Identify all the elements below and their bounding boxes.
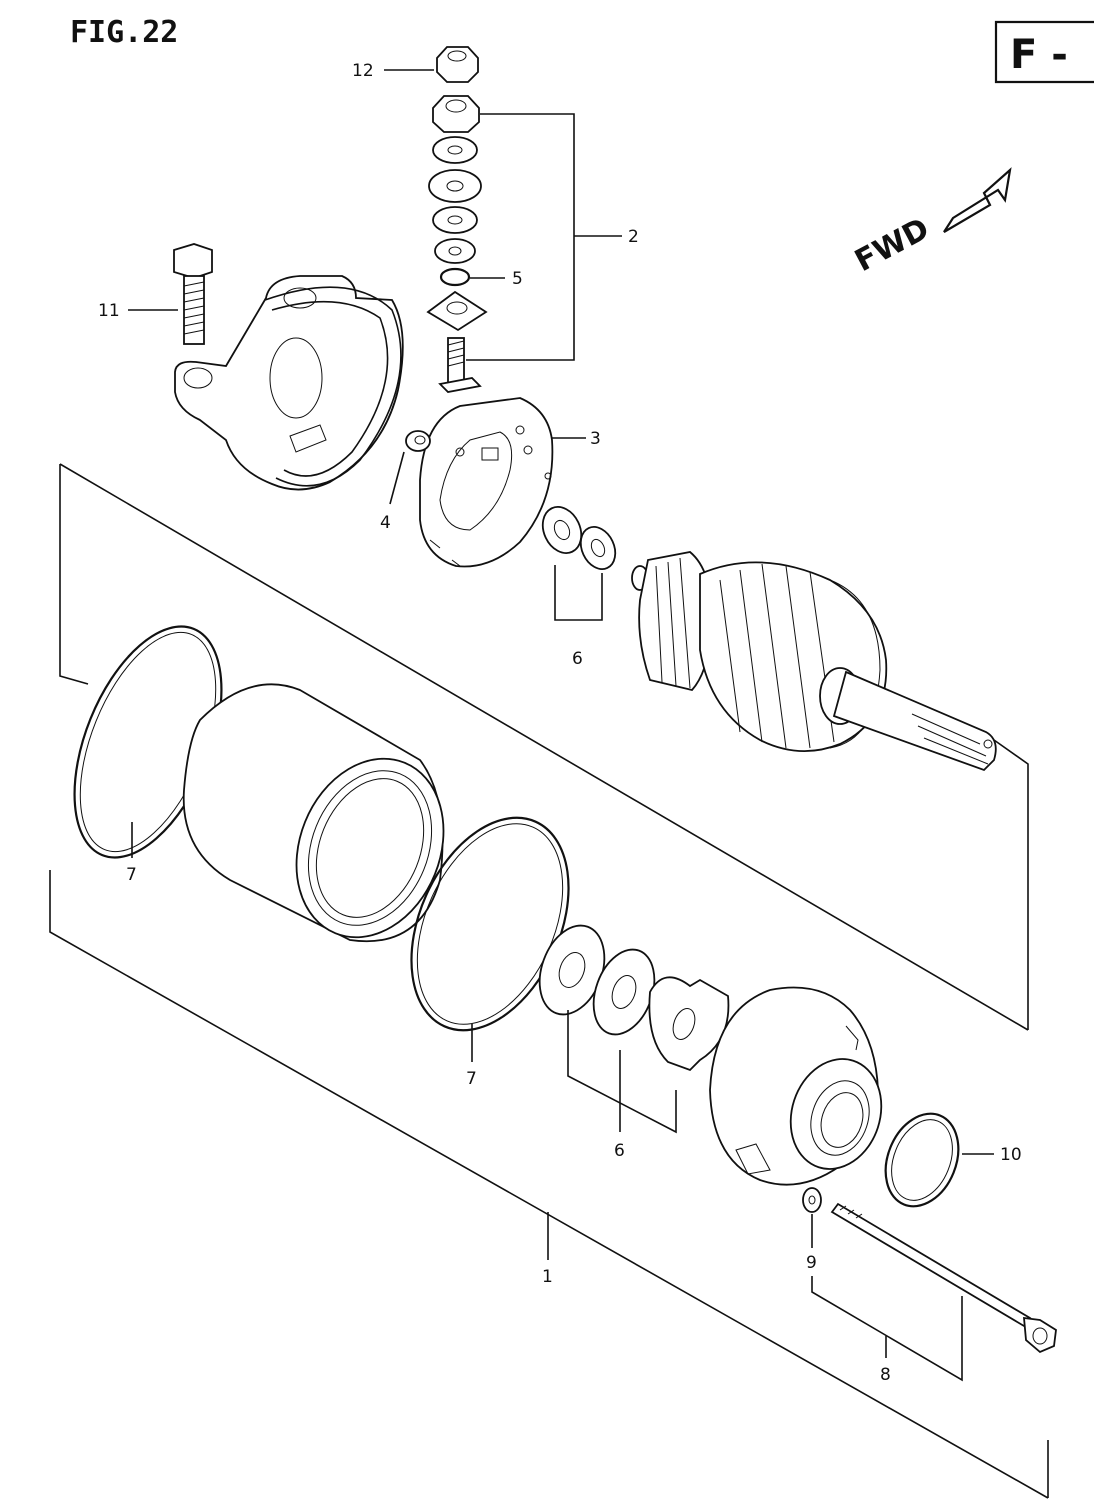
section-label: F - xyxy=(1010,32,1068,78)
assembly-line-top xyxy=(59,463,1029,1031)
leader-4 xyxy=(389,451,405,505)
yoke-housing xyxy=(182,683,445,943)
callout-4: 4 xyxy=(380,513,391,533)
callout-5: 5 xyxy=(512,269,523,289)
callout-6-upper: 6 xyxy=(572,649,583,669)
callout-6-lower: 6 xyxy=(614,1141,625,1161)
bracket-armature xyxy=(993,739,1029,1030)
callout-11: 11 xyxy=(98,301,120,321)
o-ring-5 xyxy=(439,267,471,287)
bracket-6-lower xyxy=(567,1010,677,1134)
fwd-label: FWD xyxy=(849,211,935,279)
section-box: F - xyxy=(994,20,1094,84)
washer-9 xyxy=(802,1187,822,1213)
figure-title: FIG.22 xyxy=(70,15,178,50)
nut-2-top xyxy=(432,95,480,133)
bracket-2 xyxy=(466,113,575,361)
terminal-nut-stack xyxy=(426,46,488,393)
callout-2: 2 xyxy=(628,227,639,247)
bracket-6-upper xyxy=(554,565,603,621)
callout-9: 9 xyxy=(806,1253,817,1273)
callout-10: 10 xyxy=(1000,1145,1022,1165)
callout-8: 8 xyxy=(880,1365,891,1385)
bracket-8 xyxy=(811,1276,963,1382)
washers-6-lower xyxy=(538,924,730,1072)
front-cover-housing xyxy=(709,986,883,1186)
washers-6-upper xyxy=(541,506,617,570)
insulator-plate xyxy=(426,290,488,332)
nut-12 xyxy=(436,46,479,83)
armature xyxy=(631,551,997,772)
o-ring-10 xyxy=(884,1112,960,1208)
through-bolt-8 xyxy=(830,1202,1057,1354)
nut-4 xyxy=(405,430,431,452)
bolt-11 xyxy=(173,243,213,345)
callout-7-right: 7 xyxy=(466,1069,477,1089)
brush-holder-plate-3 xyxy=(419,397,554,568)
terminal-bolt xyxy=(438,337,482,393)
callout-7-left: 7 xyxy=(126,865,137,885)
rear-cover-housing xyxy=(174,275,404,491)
forward-direction-arrow: FWD xyxy=(849,167,1012,279)
callout-3: 3 xyxy=(590,429,601,449)
assembly-line-bottom xyxy=(49,870,1049,1499)
washer-stack xyxy=(428,136,482,264)
callout-1: 1 xyxy=(542,1267,553,1287)
callout-12: 12 xyxy=(352,61,374,81)
assembly-line-left-upper xyxy=(59,464,89,685)
